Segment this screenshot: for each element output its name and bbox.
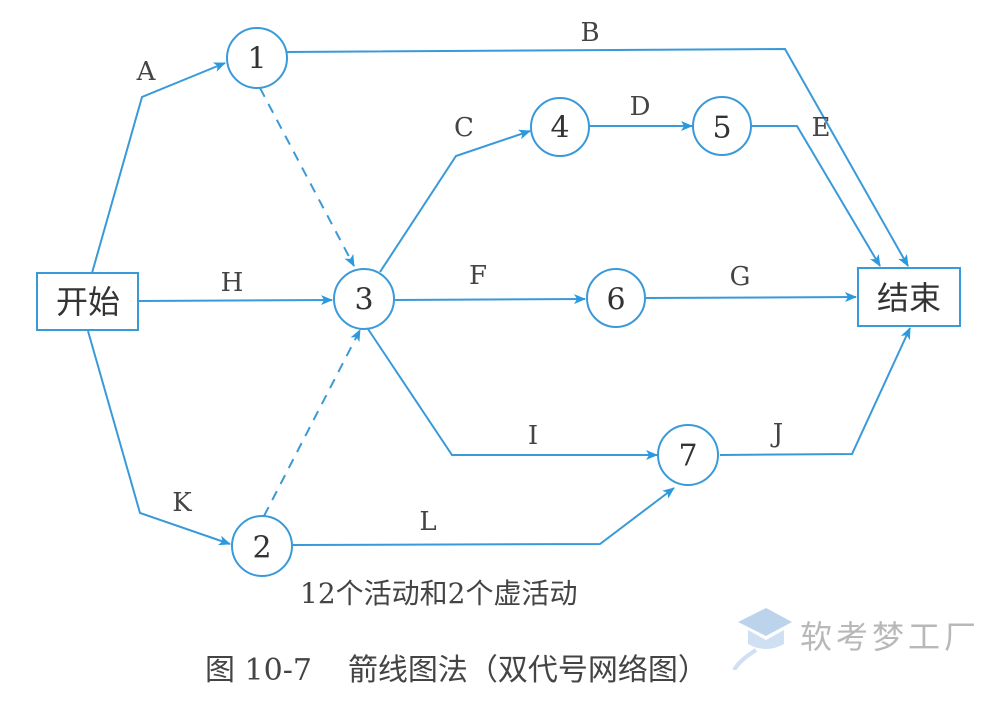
node-1: 1	[226, 27, 288, 89]
edge-i	[367, 328, 658, 460]
edge-c	[379, 129, 531, 273]
label-j: J	[770, 419, 783, 449]
label-c: C	[454, 113, 474, 143]
figure-title: 箭线图法（双代号网络图）	[347, 653, 708, 688]
node-1-label: 1	[247, 42, 266, 77]
edges	[87, 47, 911, 546]
node-3: 3	[333, 268, 395, 330]
edge-labels: A B C D E F G H I J K L	[136, 18, 831, 537]
label-h: H	[221, 268, 244, 298]
node-6: 6	[586, 268, 646, 328]
label-k: K	[172, 488, 192, 518]
edge-b	[286, 47, 909, 267]
watermark-text: 软考梦工厂	[800, 618, 981, 656]
edge-dummy-1-3	[259, 87, 355, 267]
edge-k	[87, 330, 231, 546]
edge-g	[645, 292, 857, 303]
node-2-label: 2	[252, 531, 271, 566]
end-node: 结束	[857, 267, 961, 327]
node-6-label: 6	[606, 283, 625, 318]
node-4-label: 4	[550, 111, 569, 146]
start-label: 开始	[56, 283, 120, 321]
edge-e	[752, 125, 881, 267]
figure-caption: 图 10-7 箭线图法（双代号网络图）	[205, 645, 708, 689]
label-g: G	[730, 262, 751, 292]
node-2: 2	[231, 515, 293, 577]
watermark: 软考梦工厂	[730, 600, 990, 672]
node-4: 4	[530, 97, 590, 157]
edge-f	[394, 294, 586, 305]
node-3-label: 3	[354, 283, 373, 318]
end-label: 结束	[877, 279, 941, 317]
label-d: D	[630, 92, 651, 122]
label-l: L	[419, 507, 436, 537]
graduation-cap-icon	[732, 608, 792, 672]
label-b: B	[580, 18, 599, 48]
subcaption: 12个活动和2个虚活动	[300, 577, 578, 610]
label-i: I	[528, 421, 538, 451]
label-f: F	[469, 261, 487, 291]
node-5: 5	[692, 96, 752, 156]
figure-number: 图 10-7	[205, 653, 312, 688]
label-e: E	[812, 113, 831, 143]
node-7-label: 7	[678, 439, 697, 474]
edge-h	[138, 295, 333, 306]
edge-l	[292, 487, 675, 546]
node-7: 7	[657, 424, 719, 486]
edge-a	[91, 62, 226, 274]
edge-dummy-2-3	[263, 329, 361, 517]
edge-j	[719, 327, 911, 456]
label-a: A	[136, 57, 157, 87]
node-5-label: 5	[712, 111, 731, 146]
start-node: 开始	[36, 272, 139, 331]
